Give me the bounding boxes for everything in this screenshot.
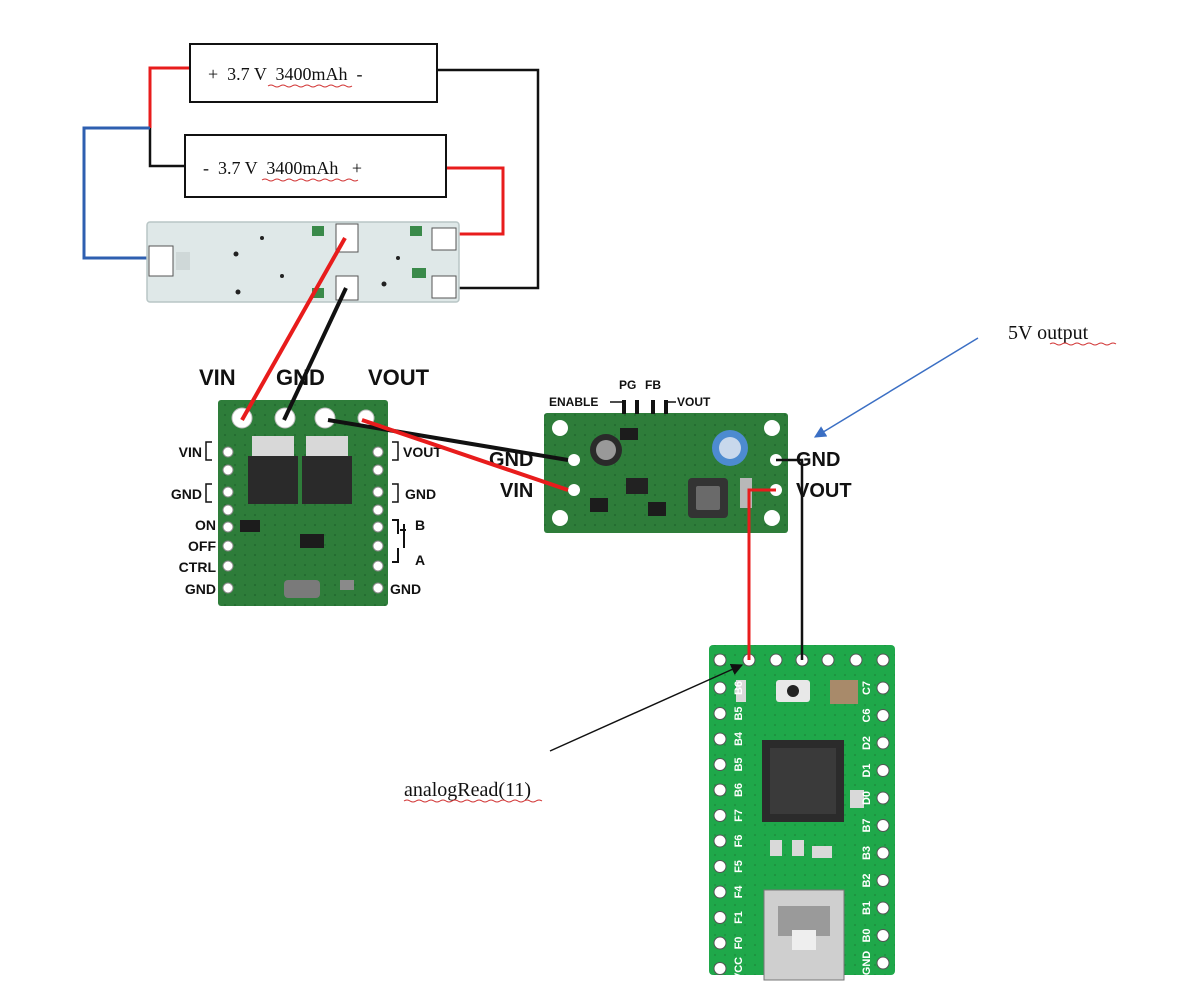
mcu-pin-label: B2 — [861, 873, 873, 887]
mcu-pin — [876, 791, 890, 805]
mcu-pin-label: D0 — [861, 791, 873, 805]
annotation-analog-read-label: analogRead(11) — [404, 779, 531, 801]
mcu-pin — [713, 707, 727, 720]
mcu-pin — [713, 809, 727, 822]
switch-right-label-b: B — [415, 517, 425, 533]
battery-2: - 3.7 V 3400mAh + — [184, 134, 447, 198]
annotation-5v-output: 5V output — [813, 322, 1117, 438]
switch-top-label-vin: VIN — [199, 365, 236, 390]
mcu-pin — [713, 860, 727, 873]
mcu-pin-label: F4 — [733, 885, 745, 899]
switch-right-label-gnd: GND — [405, 486, 436, 502]
mcu-pin — [713, 758, 727, 771]
switch-left-label-ctrl: CTRL — [179, 559, 217, 575]
bms-board — [146, 221, 460, 303]
regulator-top-label-enable: ENABLE — [549, 395, 598, 409]
mcu-pin — [876, 874, 890, 887]
mcu-pin-label: F7 — [733, 809, 745, 822]
switch-left-label-gnd-2: GND — [185, 581, 216, 597]
switch-right-label-vout: VOUT — [403, 444, 442, 460]
battery-1: + 3.7 V 3400mAh - — [189, 43, 438, 103]
mcu-pin-label: F5 — [733, 860, 745, 873]
battery-1-label: + 3.7 V 3400mAh - — [208, 64, 363, 84]
mcu-pin — [876, 736, 890, 750]
mcu-pin-label: C6 — [861, 708, 873, 722]
battery-2-label: - 3.7 V 3400mAh + — [203, 158, 362, 178]
switch-left-label-off: OFF — [188, 538, 216, 554]
regulator-top-label-vout: VOUT — [677, 395, 711, 409]
mcu-pin-label: C7 — [861, 681, 873, 695]
switch-left-label-vin: VIN — [179, 444, 202, 460]
mcu-pin-label: D1 — [861, 763, 873, 777]
mcu-pin-label: B6 — [733, 681, 745, 695]
mcu-pin-label: B5 — [733, 757, 745, 771]
annotation-analog-read: analogRead(11) — [403, 663, 744, 803]
mcu-pin-label: B0 — [861, 928, 873, 942]
mcu-pin — [876, 956, 890, 970]
mcu-pin — [876, 929, 890, 942]
mcu-pin-label: B6 — [733, 783, 745, 797]
mcu-pin-label: B4 — [733, 731, 745, 746]
mcu-pin-label: D2 — [861, 736, 873, 750]
mcu-pin — [713, 885, 727, 899]
mcu-pin — [713, 911, 727, 924]
mcu-pin — [876, 819, 890, 832]
regulator-top-label-pg: PG — [619, 378, 636, 392]
wires-interconnect — [240, 237, 804, 660]
mcu-pin-label: VCC — [733, 957, 745, 980]
mcu-pin — [713, 732, 727, 746]
mcu-pin — [876, 764, 890, 777]
regulator-left-label-vin: VIN — [500, 480, 533, 502]
mcu-pin-label: GND — [861, 951, 873, 976]
regulator-top-label-fb: FB — [645, 378, 661, 392]
mcu-pin — [876, 709, 890, 722]
mcu-pin-label: F1 — [733, 911, 745, 924]
mcu-pin-label: B3 — [861, 846, 873, 860]
power-switch-board: VIN GND VOUT VIN GND ON OFF CTRL GND VOU… — [171, 365, 442, 606]
mcu-pin-label: B1 — [861, 901, 873, 915]
microcontroller-top-pins — [713, 653, 890, 667]
microcontroller-board — [709, 645, 895, 981]
mcu-pin-label: F0 — [733, 937, 745, 950]
mcu-pin-label: F6 — [733, 835, 745, 848]
mcu-pin-label: B7 — [861, 818, 873, 832]
mcu-pin-label: B5 — [733, 706, 745, 720]
mcu-pin — [713, 783, 727, 797]
switch-right-label-a: A — [415, 552, 425, 568]
annotation-5v-output-label: 5V output — [1008, 322, 1089, 344]
regulator-right-label-vout: VOUT — [796, 480, 852, 502]
switch-top-label-vout: VOUT — [368, 365, 430, 390]
regulator-board: ENABLE PG FB VOUT GND VIN GND VOUT — [489, 378, 852, 533]
mcu-pin — [713, 962, 727, 975]
mcu-pin — [713, 936, 727, 950]
switch-right-label-gnd-2: GND — [390, 581, 421, 597]
switch-left-label-on: ON — [195, 517, 216, 533]
regulator-right-label-gnd: GND — [796, 449, 840, 471]
mcu-pin — [876, 846, 890, 860]
switch-left-label-gnd: GND — [171, 486, 202, 502]
mcu-pin — [713, 681, 727, 695]
battery-wiring — [82, 66, 540, 290]
mcu-pin — [713, 834, 727, 848]
mcu-pin — [876, 681, 890, 695]
mcu-pin — [876, 901, 890, 915]
